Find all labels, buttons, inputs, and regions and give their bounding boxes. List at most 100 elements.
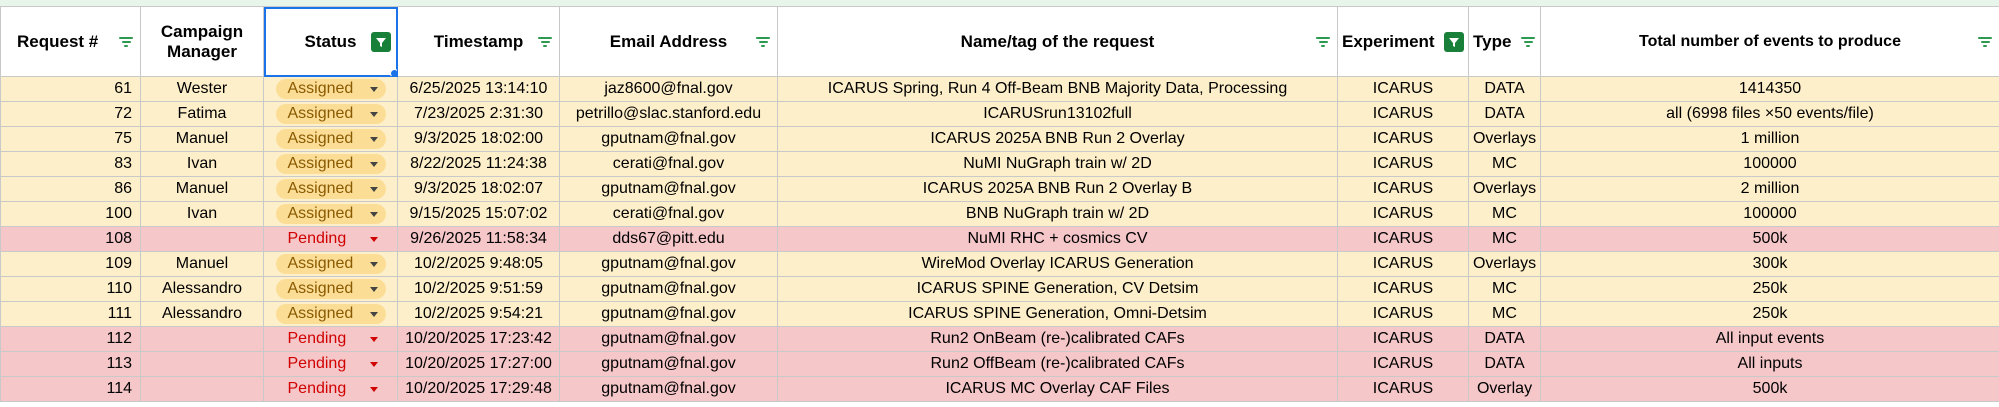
status-dropdown[interactable]: Assigned [275,129,386,149]
experiment-cell[interactable]: ICARUS [1337,201,1469,227]
status-cell[interactable]: Pending [263,226,398,252]
status-dropdown[interactable]: Assigned [275,104,386,124]
campaign-manager-cell[interactable]: Fatima [140,101,264,127]
experiment-cell[interactable]: ICARUS [1337,226,1469,252]
filter-active-icon[interactable] [371,31,391,52]
request-num-cell[interactable]: 72 [0,101,141,127]
total-events-cell[interactable]: 100000 [1540,201,1999,227]
name-tag-cell[interactable]: ICARUS SPINE Generation, Omni-Detsim [777,301,1338,327]
experiment-cell[interactable]: ICARUS [1337,376,1469,402]
type-cell[interactable]: MC [1468,151,1541,177]
filter-icon[interactable] [755,35,771,49]
type-cell[interactable]: Overlay [1468,376,1541,402]
dropdown-caret-icon[interactable] [369,111,378,117]
status-cell[interactable]: Assigned [263,101,398,127]
experiment-cell[interactable]: ICARUS [1337,351,1469,377]
timestamp-cell[interactable]: 10/2/2025 9:51:59 [397,276,560,302]
timestamp-cell[interactable]: 10/2/2025 9:48:05 [397,251,560,277]
email-cell[interactable]: cerati@fnal.gov [559,201,778,227]
type-cell[interactable]: DATA [1468,101,1541,127]
type-cell[interactable]: DATA [1468,351,1541,377]
status-dropdown[interactable]: Assigned [275,154,386,174]
table-row[interactable]: 110 Alessandro Assigned 10/2/2025 9:51:5… [0,276,1999,302]
dropdown-caret-icon[interactable] [369,361,378,367]
request-num-cell[interactable]: 109 [0,251,141,277]
name-tag-cell[interactable]: WireMod Overlay ICARUS Generation [777,251,1338,277]
total-events-cell[interactable]: 1 million [1540,126,1999,152]
dropdown-caret-icon[interactable] [369,336,378,342]
type-cell[interactable]: MC [1468,276,1541,302]
header-status[interactable]: Status [263,6,398,77]
table-row[interactable]: 61 Wester Assigned 6/25/2025 13:14:10 ja… [0,76,1999,102]
request-num-cell[interactable]: 110 [0,276,141,302]
status-dropdown[interactable]: Assigned [275,279,386,299]
request-num-cell[interactable]: 112 [0,326,141,352]
dropdown-caret-icon[interactable] [369,286,378,292]
status-cell[interactable]: Assigned [263,251,398,277]
header-name-tag[interactable]: Name/tag of the request [777,6,1338,77]
status-dropdown[interactable]: Assigned [275,254,386,274]
name-tag-cell[interactable]: ICARUS Spring, Run 4 Off-Beam BNB Majori… [777,76,1338,102]
status-cell[interactable]: Pending [263,351,398,377]
total-events-cell[interactable]: 500k [1540,226,1999,252]
total-events-cell[interactable]: All input events [1540,326,1999,352]
table-row[interactable]: 114 Pending 10/20/2025 17:29:48 gputnam@… [0,376,1999,402]
status-dropdown[interactable]: Assigned [275,179,386,199]
status-cell[interactable]: Assigned [263,126,398,152]
status-cell[interactable]: Assigned [263,301,398,327]
email-cell[interactable]: jaz8600@fnal.gov [559,76,778,102]
status-cell[interactable]: Assigned [263,276,398,302]
campaign-manager-cell[interactable] [140,326,264,352]
email-cell[interactable]: gputnam@fnal.gov [559,301,778,327]
type-cell[interactable]: MC [1468,226,1541,252]
header-timestamp[interactable]: Timestamp [397,6,560,77]
header-request-num[interactable]: Request # [0,6,141,77]
dropdown-caret-icon[interactable] [369,211,378,217]
campaign-manager-cell[interactable] [140,226,264,252]
type-cell[interactable]: DATA [1468,76,1541,102]
experiment-cell[interactable]: ICARUS [1337,101,1469,127]
timestamp-cell[interactable]: 10/20/2025 17:23:42 [397,326,560,352]
selection-handle[interactable] [390,69,397,76]
name-tag-cell[interactable]: ICARUS MC Overlay CAF Files [777,376,1338,402]
email-cell[interactable]: gputnam@fnal.gov [559,376,778,402]
status-dropdown[interactable]: Pending [276,379,386,399]
total-events-cell[interactable]: All inputs [1540,351,1999,377]
name-tag-cell[interactable]: Run2 OffBeam (re-)calibrated CAFs [777,351,1338,377]
type-cell[interactable]: Overlays [1468,251,1541,277]
email-cell[interactable]: gputnam@fnal.gov [559,326,778,352]
experiment-cell[interactable]: ICARUS [1337,76,1469,102]
dropdown-caret-icon[interactable] [369,311,378,317]
table-row[interactable]: 112 Pending 10/20/2025 17:23:42 gputnam@… [0,326,1999,352]
filter-icon[interactable] [1977,35,1993,49]
campaign-manager-cell[interactable]: Ivan [140,151,264,177]
status-cell[interactable]: Assigned [263,76,398,102]
status-dropdown[interactable]: Pending [276,354,386,374]
header-type[interactable]: Type [1468,6,1541,77]
timestamp-cell[interactable]: 7/23/2025 2:31:30 [397,101,560,127]
type-cell[interactable]: Overlays [1468,126,1541,152]
campaign-manager-cell[interactable] [140,351,264,377]
table-row[interactable]: 111 Alessandro Assigned 10/2/2025 9:54:2… [0,301,1999,327]
filter-icon[interactable] [118,35,134,49]
experiment-cell[interactable]: ICARUS [1337,151,1469,177]
request-num-cell[interactable]: 100 [0,201,141,227]
status-dropdown[interactable]: Assigned [275,204,386,224]
name-tag-cell[interactable]: ICARUS SPINE Generation, CV Detsim [777,276,1338,302]
filter-icon[interactable] [1315,35,1331,49]
status-dropdown[interactable]: Pending [276,329,386,349]
total-events-cell[interactable]: 500k [1540,376,1999,402]
email-cell[interactable]: gputnam@fnal.gov [559,176,778,202]
request-num-cell[interactable]: 114 [0,376,141,402]
filter-active-icon[interactable] [1444,31,1464,52]
total-events-cell[interactable]: 1414350 [1540,76,1999,102]
email-cell[interactable]: gputnam@fnal.gov [559,351,778,377]
table-row[interactable]: 75 Manuel Assigned 9/3/2025 18:02:00 gpu… [0,126,1999,152]
name-tag-cell[interactable]: BNB NuGraph train w/ 2D [777,201,1338,227]
table-row[interactable]: 72 Fatima Assigned 7/23/2025 2:31:30 pet… [0,101,1999,127]
type-cell[interactable]: DATA [1468,326,1541,352]
name-tag-cell[interactable]: ICARUS 2025A BNB Run 2 Overlay B [777,176,1338,202]
name-tag-cell[interactable]: ICARUSrun13102full [777,101,1338,127]
dropdown-caret-icon[interactable] [369,186,378,192]
name-tag-cell[interactable]: NuMI RHC + cosmics CV [777,226,1338,252]
